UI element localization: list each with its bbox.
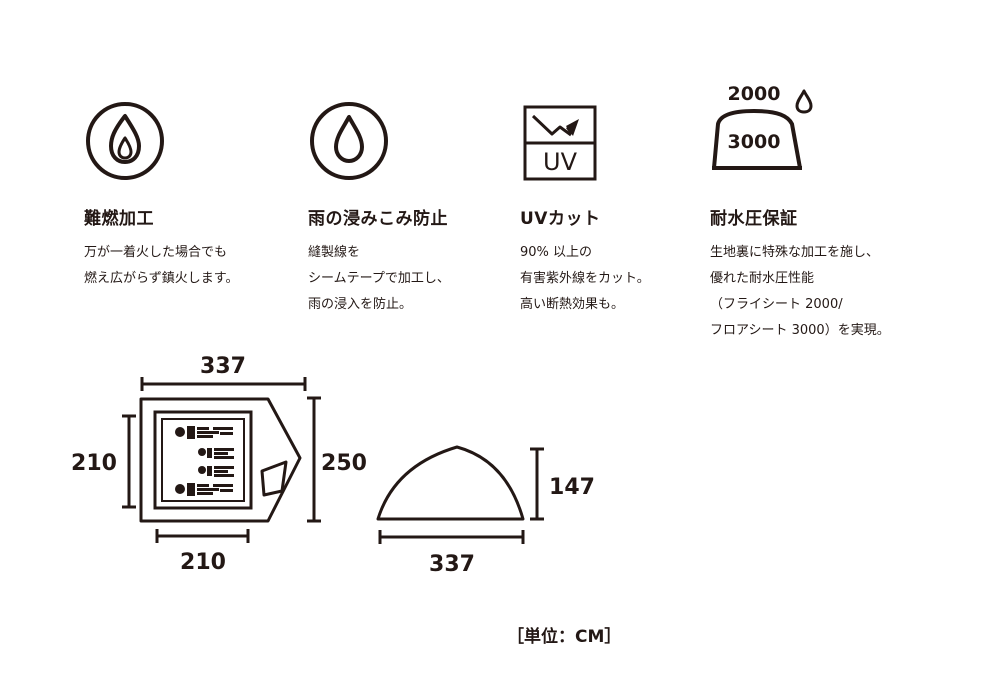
unit-label: ［単位：CM］: [507, 627, 622, 647]
description-line: 縫製線を: [308, 245, 361, 260]
tent-waterproof-icon: 2000 3000: [712, 83, 813, 170]
description-line: 高い断熱効果も。: [520, 297, 625, 312]
raindrop-icon: [310, 102, 388, 180]
floor-right-dimension: 250: [321, 451, 367, 476]
floor-pressure-value: 3000: [728, 131, 781, 153]
side-width-dimension: 337: [429, 552, 475, 577]
description-line: 90% 以上の: [520, 245, 593, 260]
uv-icon: UV: [523, 105, 597, 181]
person-icon: [198, 466, 234, 477]
floor-bottom-dimension: 210: [180, 550, 226, 575]
feature-title: 難燃加工: [84, 209, 154, 229]
person-icon: [175, 426, 233, 439]
description-line: 生地裏に特殊な加工を施し、: [710, 245, 880, 260]
fly-pressure-value: 2000: [728, 83, 781, 105]
uv-label: UV: [543, 148, 578, 176]
description-line: 有害紫外線をカット。: [520, 271, 650, 286]
description-line: シームテープで加工し、: [308, 271, 450, 286]
feature-title: UVカット: [520, 209, 601, 229]
description-line: 優れた耐水圧性能: [710, 271, 815, 286]
flame-icon: [86, 102, 164, 180]
floor-left-dimension: 210: [71, 451, 117, 476]
side-view: [376, 445, 544, 544]
side-height-dimension: 147: [549, 475, 595, 500]
description-line: （フライシート 2000/: [710, 297, 843, 312]
floor-plan: [122, 377, 321, 543]
description-line: フロアシート 3000）を実現。: [710, 323, 890, 338]
floor-top-dimension: 337: [200, 354, 246, 379]
person-icon: [175, 483, 233, 496]
description-line: 燃え広がらず鎮火します。: [84, 271, 239, 286]
description-line: 雨の浸入を防止。: [308, 297, 413, 312]
feature-description: 90% 以上の 有害紫外線をカット。 高い断熱効果も。: [520, 240, 650, 318]
description-line: 万が一着火した場合でも: [84, 245, 228, 260]
feature-description: 生地裏に特殊な加工を施し、 優れた耐水圧性能 （フライシート 2000/ フロア…: [710, 240, 890, 344]
feature-description: 縫製線を シームテープで加工し、 雨の浸入を防止。: [308, 240, 450, 318]
sleeping-persons: [175, 426, 234, 496]
person-icon: [198, 448, 234, 459]
feature-description: 万が一着火した場合でも 燃え広がらず鎮火します。: [84, 240, 238, 292]
feature-title: 耐水圧保証: [710, 209, 798, 229]
feature-title: 雨の浸みこみ防止: [308, 209, 448, 229]
